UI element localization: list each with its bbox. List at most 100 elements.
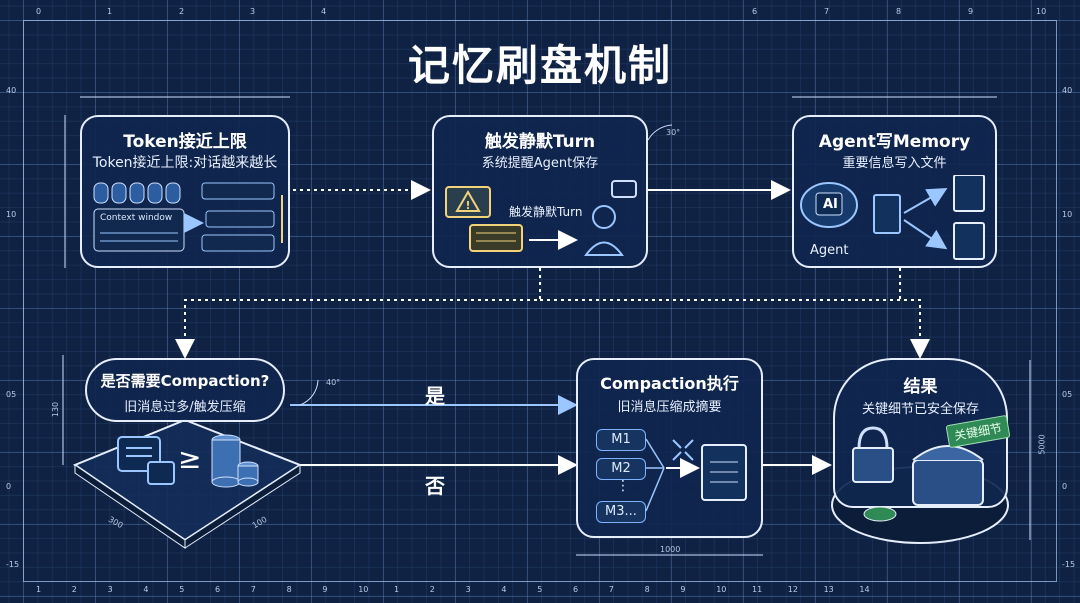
branch-no-label: 否 xyxy=(425,474,445,498)
ruler-tick-right: 40 xyxy=(1062,86,1073,95)
dim-label-5000: 5000 xyxy=(1037,434,1047,455)
arrow-to-decide xyxy=(175,268,541,359)
check-coin-icon xyxy=(863,506,897,522)
ruler-tick-bottom: 7 xyxy=(250,585,256,594)
card-decide-subtitle: 旧消息过多/触发压缩 xyxy=(124,400,246,415)
ai-label: AI xyxy=(823,197,838,212)
ruler-tick-top: 8 xyxy=(896,7,902,16)
card-decide: 是否需要Compaction? 旧消息过多/触发压缩 xyxy=(85,358,285,422)
ruler-tick-left: -15 xyxy=(6,560,20,569)
message-m2: M2 xyxy=(596,458,646,480)
ruler-tick-bottom: 5 xyxy=(537,585,543,594)
decision-platform-side-right xyxy=(184,464,301,549)
agent-illustration xyxy=(800,175,985,260)
message-icon-1 xyxy=(201,182,275,200)
token-icon xyxy=(93,182,109,204)
arrow-to-result-top xyxy=(540,299,930,359)
ruler-tick-bottom: 6 xyxy=(215,585,221,594)
message-dots: ⋮ xyxy=(616,478,630,494)
ruler-tick-bottom: 11 xyxy=(752,585,763,594)
card-trigger-turn: 触发静默Turn 系统提醒Agent保存 ! 触发静默Turn xyxy=(432,115,648,268)
ruler-tick-right: 0 xyxy=(1062,482,1068,491)
card-agent-title: Agent写Memory xyxy=(818,132,971,152)
speech-icon xyxy=(611,180,637,198)
person-icon xyxy=(592,205,616,229)
chat-bubble-icon xyxy=(469,224,523,252)
ruler-tick-bottom: 5 xyxy=(179,585,185,594)
ruler-tick-top: 0 xyxy=(36,7,42,16)
card-agent-subtitle: 重要信息写入文件 xyxy=(842,156,947,171)
ruler-tick-bottom: 14 xyxy=(859,585,870,594)
ruler-tick-right: -15 xyxy=(1062,560,1076,569)
message-icon-3 xyxy=(201,234,275,252)
angle-label-1: 30° xyxy=(666,128,681,137)
ruler-tick-bottom: 10 xyxy=(358,585,369,594)
ruler-tick-bottom: 4 xyxy=(501,585,507,594)
ruler-tick-bottom: 1 xyxy=(394,585,400,594)
trigger-illustration: ! xyxy=(445,180,637,256)
card-result-subtitle: 关键细节已安全保存 xyxy=(861,402,979,417)
page-title: 记忆刷盘机制 xyxy=(407,41,672,90)
ruler-tick-top: 9 xyxy=(968,7,974,16)
ruler-tick-top: 2 xyxy=(179,7,185,16)
treasure-chest-icon xyxy=(912,459,984,506)
angle-label-2: 40° xyxy=(326,378,341,387)
angle-arc-2 xyxy=(299,379,319,406)
branch-yes-label: 是 xyxy=(425,384,445,408)
ruler-tick-bottom: 12 xyxy=(787,585,798,594)
document-icon xyxy=(873,194,901,234)
ruler-tick-left: 0 xyxy=(6,482,12,491)
message-m3: M3... xyxy=(596,501,646,523)
ruler-tick-bottom: 2 xyxy=(71,585,77,594)
card-agent-memory: Agent写Memory 重要信息写入文件 AI Agent xyxy=(792,115,997,268)
ruler-tick-bottom: 3 xyxy=(107,585,113,594)
svg-text:!: ! xyxy=(466,199,471,212)
ruler-tick-top: 4 xyxy=(321,7,327,16)
card-compaction: Compaction执行 旧消息压缩成摘要 M1 M2 ⋮ M3... xyxy=(576,358,763,538)
card-trigger-subtitle: 系统提醒Agent保存 xyxy=(481,156,599,171)
compress-icon xyxy=(672,439,694,461)
ruler-tick-top: 7 xyxy=(824,7,830,16)
ruler-tick-left: 40 xyxy=(6,86,17,95)
ruler-tick-top: 10 xyxy=(1036,7,1047,16)
ruler-tick-top: 1 xyxy=(107,7,113,16)
dim-label-1000: 1000 xyxy=(660,545,681,554)
blueprint-frame xyxy=(23,20,1057,582)
ruler-tick-bottom: 8 xyxy=(644,585,650,594)
ruler-tick-bottom: 2 xyxy=(429,585,435,594)
lock-icon xyxy=(857,426,889,449)
card-compaction-title: Compaction执行 xyxy=(600,374,739,393)
agent-label: Agent xyxy=(810,243,849,258)
card-decide-title: 是否需要Compaction? xyxy=(100,372,270,390)
context-illustration xyxy=(93,182,283,252)
ruler-tick-bottom: 10 xyxy=(716,585,727,594)
card-result-title: 结果 xyxy=(903,377,938,397)
trigger-inner-label: 触发静默Turn xyxy=(509,205,583,219)
card-token-title: Token接近上限 xyxy=(123,132,247,152)
card-token-subtitle: Token接近上限:对话越来越长 xyxy=(92,155,278,171)
ruler-tick-left: 10 xyxy=(6,210,17,219)
file-icon-1 xyxy=(953,175,985,212)
ge-symbol: ≥ xyxy=(178,442,202,475)
ruler-tick-bottom: 6 xyxy=(573,585,579,594)
chat-icon-small xyxy=(147,461,175,485)
context-window-label: Context window xyxy=(100,213,173,223)
ruler-tick-right: 10 xyxy=(1062,210,1073,219)
ruler-tick-left: 05 xyxy=(6,390,17,399)
ruler-tick-bottom: 9 xyxy=(680,585,686,594)
ruler-tick-right: 05 xyxy=(1062,390,1073,399)
result-illustration xyxy=(852,426,984,522)
ruler-tick-bottom: 8 xyxy=(286,585,292,594)
card-compaction-subtitle: 旧消息压缩成摘要 xyxy=(617,400,722,415)
ruler-tick-bottom: 1 xyxy=(36,585,42,594)
card-trigger-title: 触发静默Turn xyxy=(484,132,596,152)
message-m1: M1 xyxy=(596,429,646,451)
card-token-limit: Token接近上限 Token接近上限:对话越来越长 Context windo… xyxy=(80,115,290,268)
database-icon-large xyxy=(211,439,241,483)
ruler-tick-bottom: 7 xyxy=(608,585,614,594)
dim-label-130: 130 xyxy=(51,401,61,418)
ruler-tick-top: 6 xyxy=(752,7,758,16)
ruler-tick-top: 3 xyxy=(250,7,256,16)
ruler-tick-bottom: 4 xyxy=(143,585,149,594)
